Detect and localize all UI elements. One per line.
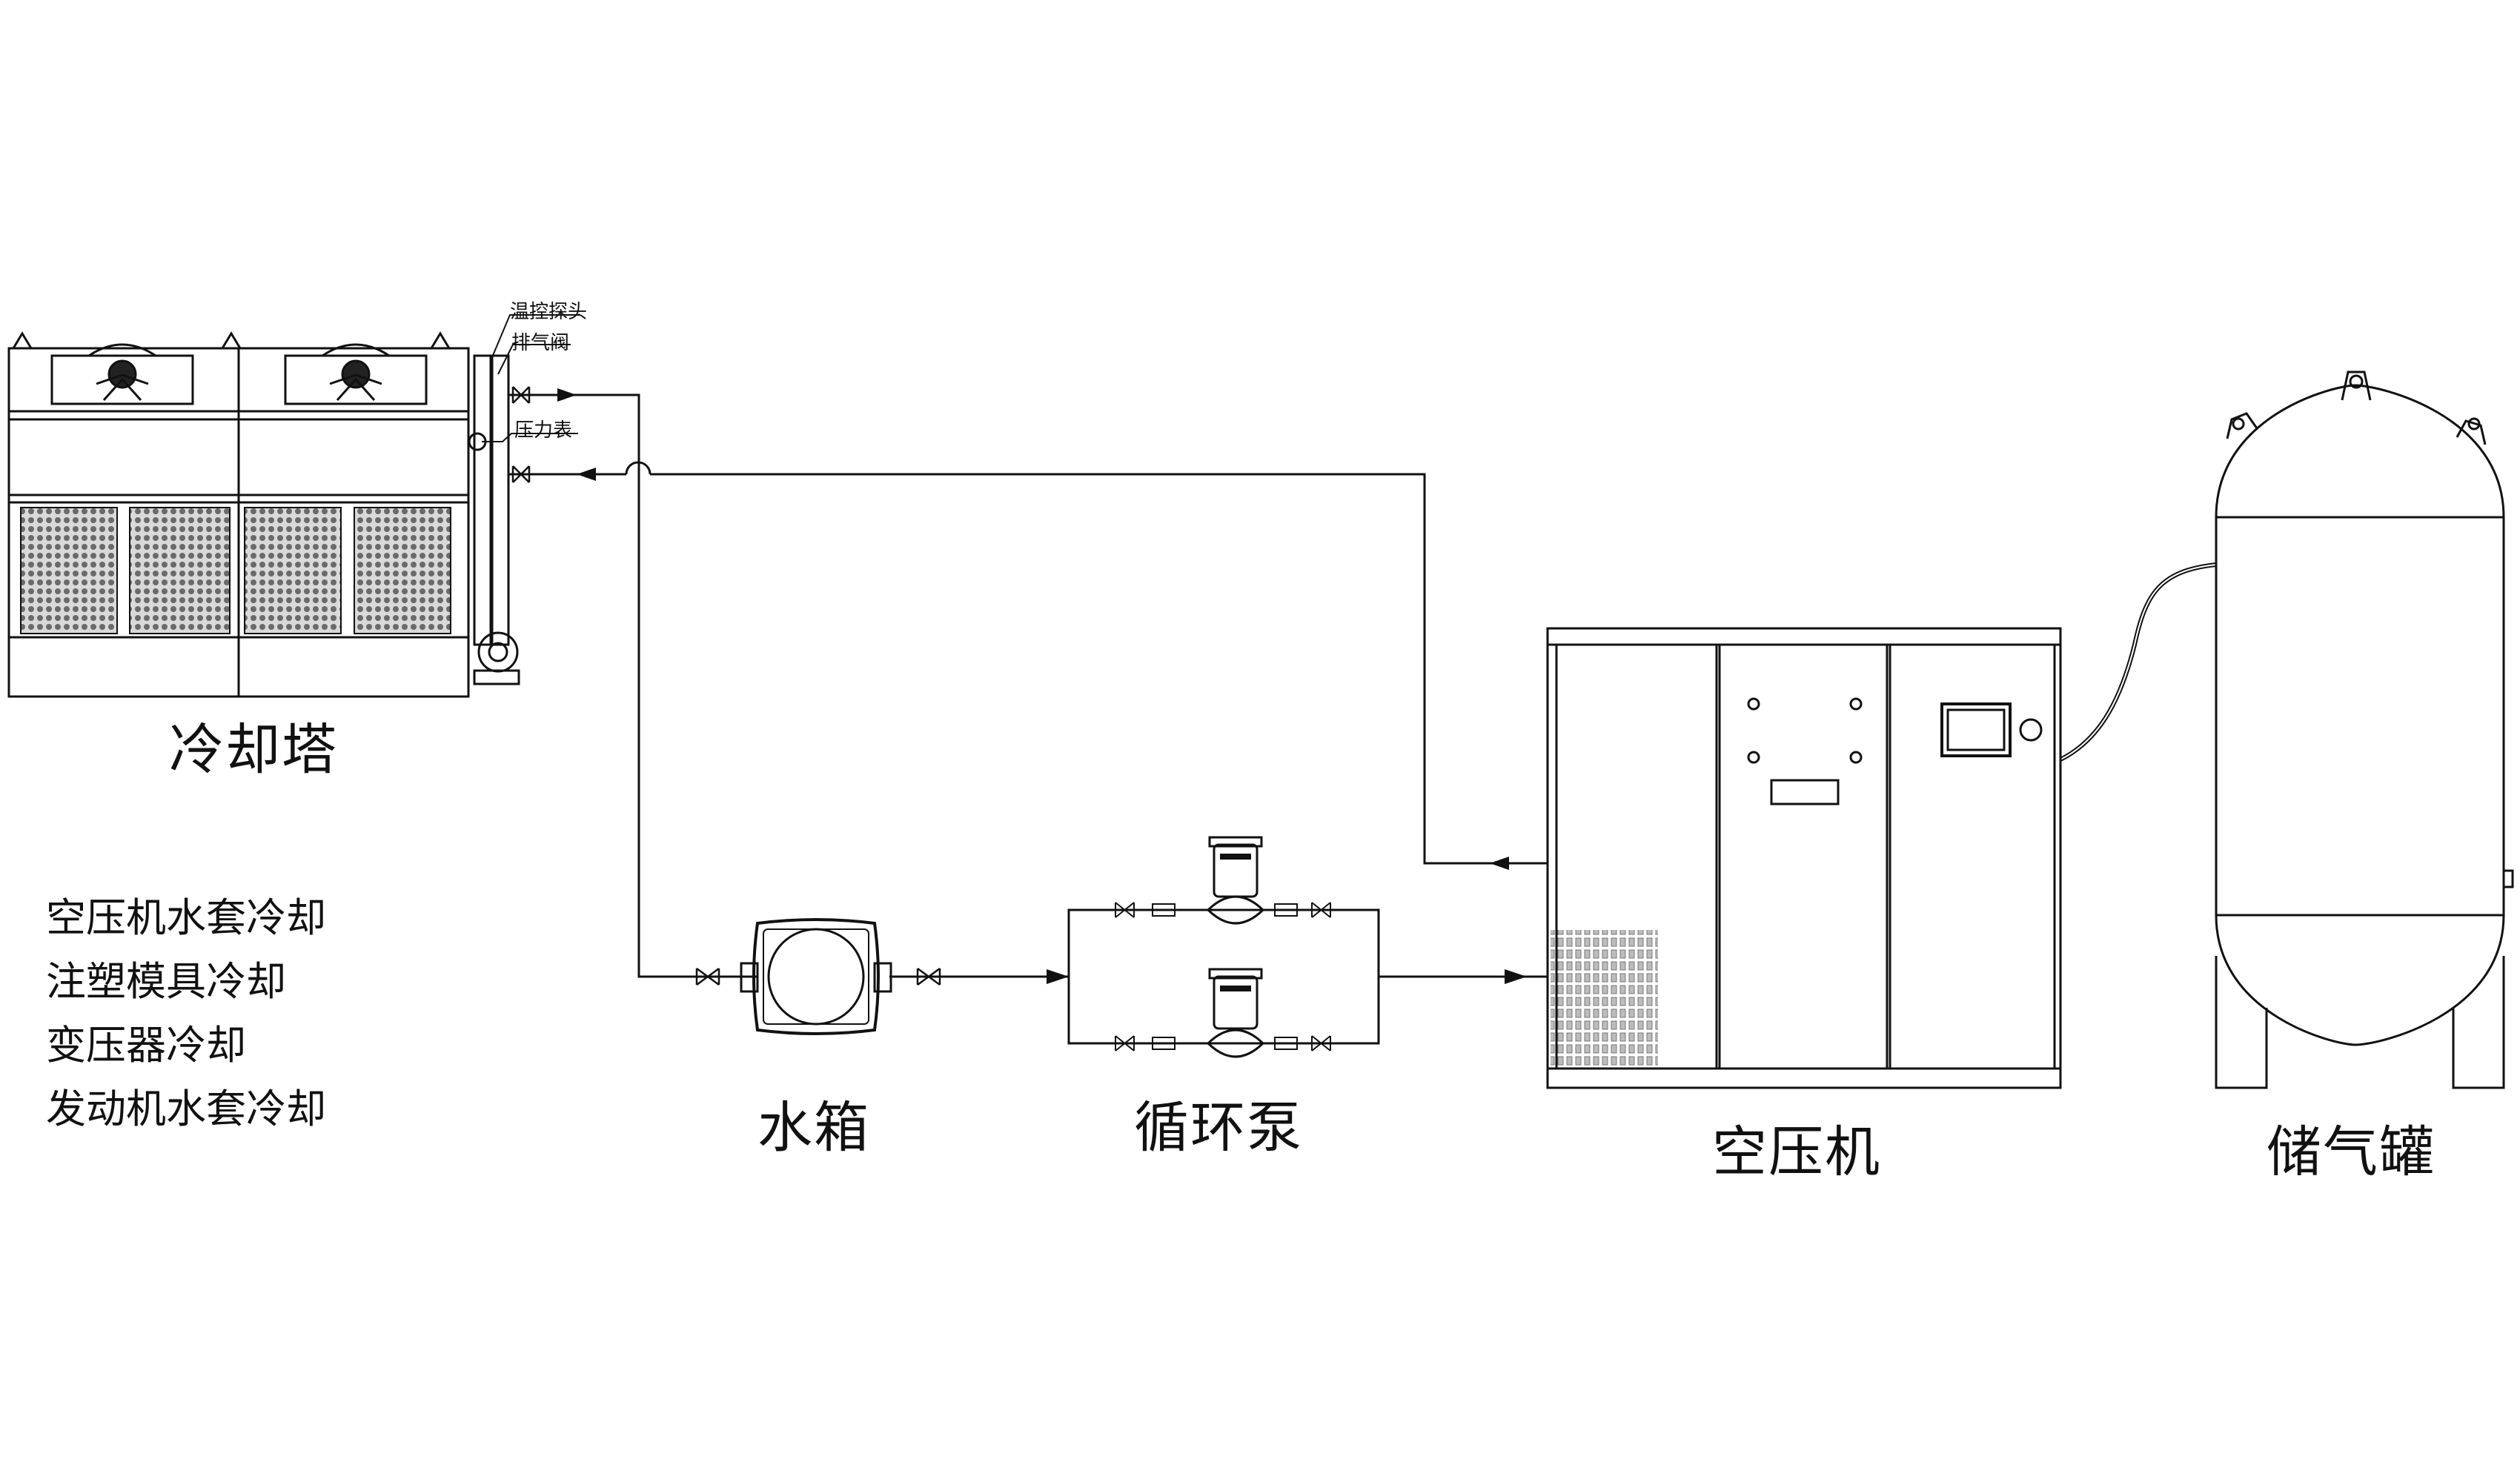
air-storage-tank xyxy=(2215,370,2514,1089)
water-tank xyxy=(740,918,892,1035)
water-tank-label: 水箱 xyxy=(757,1096,870,1160)
circulation-pump-label: 循环泵 xyxy=(1134,1096,1303,1160)
control-panel-screen xyxy=(1940,702,2012,757)
pressure-gauge-label: 压力表 xyxy=(514,419,573,442)
fan-icon xyxy=(284,343,428,405)
air-tank-label: 储气罐 xyxy=(2267,1120,2436,1184)
vent-valve-label: 排气阀 xyxy=(511,332,570,354)
valve-icons xyxy=(511,386,941,986)
air-compressor-label: 空压机 xyxy=(1712,1120,1881,1184)
pump-icon xyxy=(1115,968,1331,1058)
air-compressor xyxy=(1546,627,2062,1089)
application-item: 空压机水套冷却 xyxy=(46,894,326,941)
piping xyxy=(508,393,2217,1045)
temp-probe-label: 温控探头 xyxy=(510,301,588,323)
application-item: 注塑模具冷却 xyxy=(46,958,286,1005)
cooling-tower xyxy=(7,331,520,698)
tower-annotations xyxy=(482,314,580,442)
application-item: 变压器冷却 xyxy=(46,1022,246,1069)
applications-list: 空压机水套冷却 注塑模具冷却 变压器冷却 发动机水套冷却 xyxy=(46,886,326,1141)
flow-arrows xyxy=(557,388,1527,984)
cooling-tower-label: 冷却塔 xyxy=(169,718,338,782)
pump-icon xyxy=(1115,836,1331,925)
application-item: 发动机水套冷却 xyxy=(46,1086,326,1132)
fan-icon xyxy=(50,343,194,405)
